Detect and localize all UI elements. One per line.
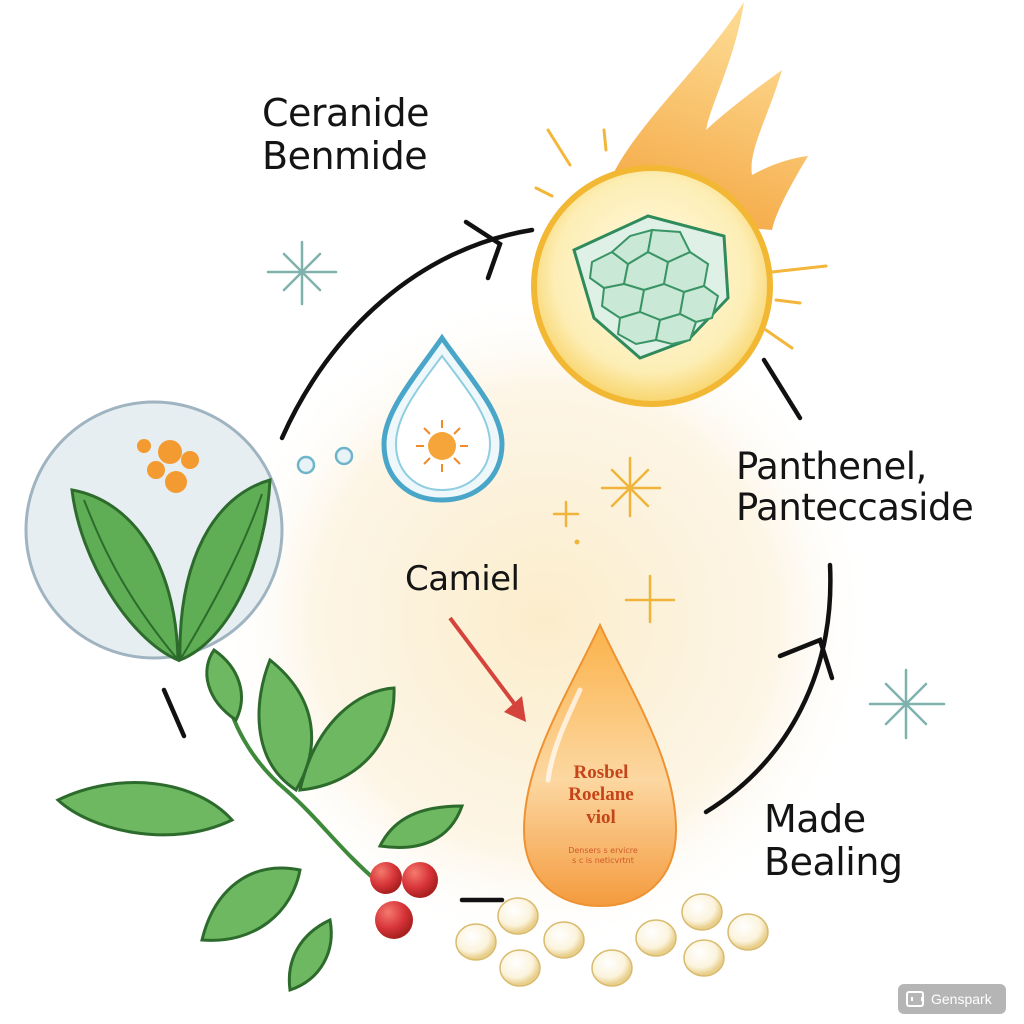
label-made-line1: Made (764, 797, 866, 841)
cycle-arc-right-upper (761, 357, 803, 421)
label-ceramide-line2: Benmide (262, 133, 428, 178)
sparkle-gold-icon (552, 456, 676, 624)
cycle-arrowhead-top (463, 219, 503, 281)
background-glow (215, 290, 875, 950)
watermark-text: Genspark (931, 991, 992, 1007)
oil-drop-label-line1: Rosbel (573, 762, 629, 783)
genspark-logo-icon (906, 991, 924, 1007)
sun-skin-cells-icon (531, 165, 773, 407)
oil-drop-label-line3: viol (586, 806, 616, 828)
label-ceramide: Ceranide Benmide (262, 92, 429, 177)
oil-drop-label: Rosbel Roelane viol (536, 762, 666, 829)
leaf-branch-icon (55, 647, 465, 992)
oil-drop-icon (522, 622, 678, 908)
cycle-arc-right (703, 562, 833, 815)
cycle-arc-top (279, 227, 535, 441)
label-made-bealing: Made Bealing (764, 798, 903, 883)
sparkle-teal-icon (266, 240, 338, 306)
bubbles (296, 446, 354, 475)
oil-drop-small-text: Densers s ervicre s c is neticvrtnt (548, 846, 658, 865)
label-panthenol: Panthenel, Panteccaside (736, 445, 974, 530)
cycle-line (161, 219, 835, 903)
oil-drop-label-line2: Roelane (568, 784, 634, 806)
label-panthenol-line2: Panteccaside (736, 486, 974, 530)
red-arrow-icon (448, 616, 526, 722)
water-drop-icon (381, 333, 505, 503)
label-camiel: Camiel (405, 559, 520, 599)
pearls-icon (455, 893, 769, 987)
label-made-line2: Bealing (764, 839, 903, 884)
sparkle-teal-right-icon (868, 668, 946, 740)
oil-drop-small-line2: s c is neticvrtnt (572, 855, 634, 865)
berries-icon (370, 862, 438, 939)
cycle-arrowhead-right (777, 637, 835, 681)
sparkle-dot (574, 539, 580, 545)
label-ceramide-line1: Ceranide (262, 91, 429, 135)
sun-rays (534, 128, 828, 350)
label-panthenol-line1: Panthenel, (736, 445, 927, 488)
cycle-arc-left (161, 687, 187, 739)
plant-circle-icon (24, 400, 284, 663)
genspark-watermark: Genspark (898, 984, 1006, 1014)
oil-drop-small-line1: Densers s ervicre (568, 846, 638, 855)
